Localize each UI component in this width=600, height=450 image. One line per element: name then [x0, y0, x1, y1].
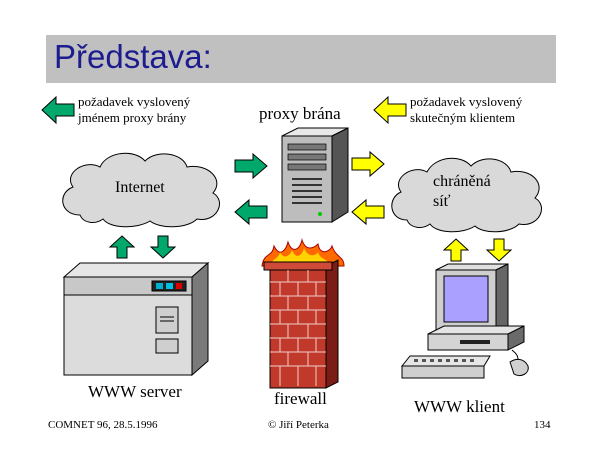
protected-network-cloud-icon	[391, 157, 542, 233]
www-server-icon	[62, 261, 210, 377]
footer-left: COMNET 96, 28.5.1996	[48, 419, 158, 431]
www-server-label: WWW server	[88, 382, 182, 401]
note-right-line-1: požadavek vyslovený	[410, 94, 523, 109]
note-left-line-2: jménem proxy brány	[78, 110, 187, 125]
footer-page-number: 134	[534, 419, 551, 431]
green-arrow-up-icon	[108, 235, 136, 259]
www-client-label: WWW klient	[414, 397, 505, 416]
yellow-arrow-left-icon	[373, 95, 407, 125]
firewall-label: firewall	[274, 389, 327, 408]
protected-network-label: chráněná síť	[433, 172, 491, 212]
protected-network-label-line-2: síť	[433, 193, 451, 210]
footer-center: © Jiří Peterka	[268, 419, 329, 431]
green-arrow-right-icon	[234, 152, 268, 180]
note-left-line-1: požadavek vyslovený	[78, 94, 191, 109]
internet-cloud-icon	[62, 152, 220, 228]
note-right: požadavek vyslovený skutečným klientem	[410, 94, 522, 126]
proxy-label: proxy brána	[259, 104, 341, 123]
internet-label: Internet	[115, 179, 165, 196]
yellow-arrow-down-icon	[485, 238, 513, 262]
note-left: požadavek vyslovený jménem proxy brány	[78, 94, 190, 126]
title-bar	[46, 35, 556, 83]
yellow-arrow-up-icon	[442, 238, 470, 262]
yellow-arrow-left-icon-2	[351, 198, 385, 226]
page-title: Představa:	[54, 38, 212, 75]
green-arrow-down-icon	[149, 235, 177, 259]
proxy-server-tower-icon	[281, 127, 349, 223]
firewall-icon	[261, 238, 345, 389]
green-arrow-left-icon-2	[234, 198, 268, 226]
green-arrow-left-icon	[41, 95, 75, 125]
www-client-icon	[400, 263, 529, 379]
note-right-line-2: skutečným klientem	[410, 110, 516, 125]
yellow-arrow-right-icon	[351, 150, 385, 178]
protected-network-label-line-1: chráněná	[433, 173, 491, 190]
